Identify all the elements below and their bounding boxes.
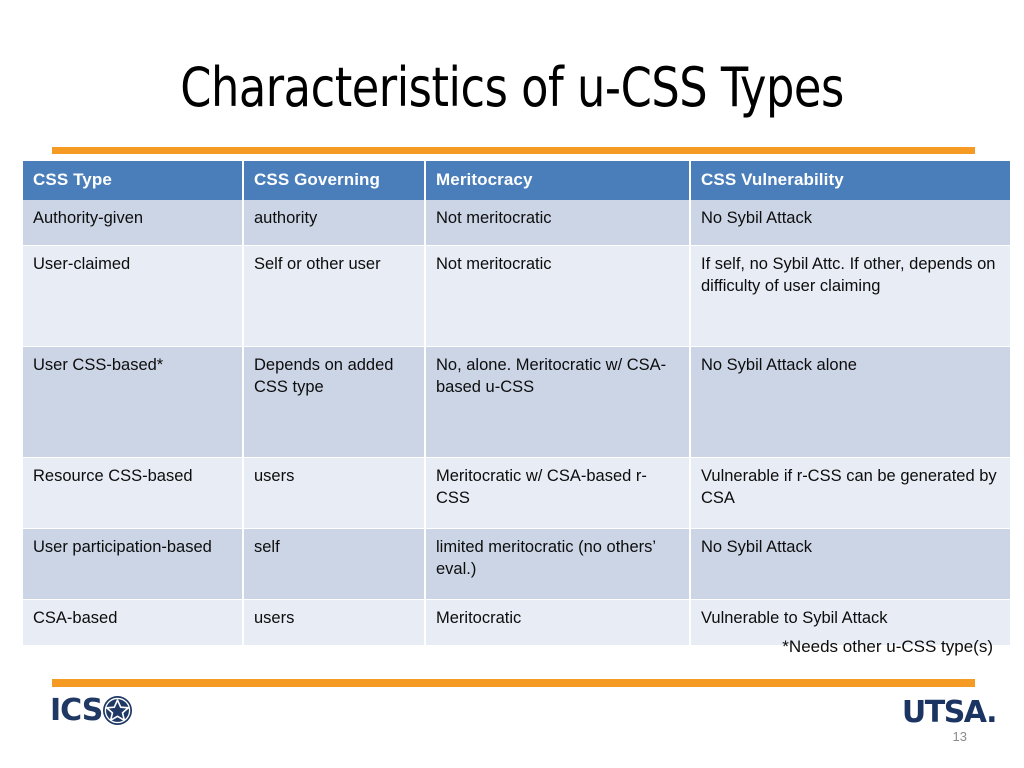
table-row: Authority-given authority Not meritocrat…: [23, 200, 1010, 246]
table-footnote: *Needs other u-CSS type(s): [782, 637, 993, 656]
table-row: User-claimed Self or other user Not meri…: [23, 245, 1010, 347]
ics-logo: ICS: [50, 695, 133, 726]
cell-css-type: Resource CSS-based: [23, 457, 244, 529]
cell-css-type: CSA-based: [23, 599, 244, 646]
top-accent-rule: [52, 147, 975, 154]
table-row: Resource CSS-based users Meritocratic w/…: [23, 457, 1010, 529]
cell-css-vulnerability: No Sybil Attack: [690, 528, 1010, 600]
cell-css-vulnerability: Vulnerable to Sybil Attack: [690, 599, 1010, 646]
star-badge-icon: [102, 695, 133, 726]
cell-meritocracy: Not meritocratic: [425, 200, 691, 246]
column-header-css-type: CSS Type: [23, 161, 244, 200]
page-number: 13: [952, 729, 967, 744]
cell-css-type: Authority-given: [23, 200, 244, 246]
cell-meritocracy: Meritocratic w/ CSA-based r-CSS: [425, 457, 691, 529]
cell-css-vulnerability: No Sybil Attack: [690, 200, 1010, 246]
table-header-row: CSS Type CSS Governing Meritocracy CSS V…: [23, 161, 1010, 200]
cell-css-governing: users: [243, 457, 426, 529]
cell-css-governing: Depends on added CSS type: [243, 346, 426, 458]
cell-css-type: User participation-based: [23, 528, 244, 600]
cell-css-vulnerability: No Sybil Attack alone: [690, 346, 1010, 458]
cell-css-governing: Self or other user: [243, 245, 426, 347]
utsa-logo-period: .: [986, 695, 997, 730]
bottom-accent-rule: [52, 679, 975, 687]
cell-meritocracy: Meritocratic: [425, 599, 691, 646]
table-row: User participation-based self limited me…: [23, 528, 1010, 600]
cell-meritocracy: No, alone. Meritocratic w/ CSA-based u-C…: [425, 346, 691, 458]
ics-logo-text: ICS: [50, 692, 103, 728]
utsa-logo: UTSA.: [901, 695, 998, 730]
column-header-meritocracy: Meritocracy: [425, 161, 691, 200]
characteristics-table: CSS Type CSS Governing Meritocracy CSS V…: [23, 161, 1010, 646]
table-row: User CSS-based* Depends on added CSS typ…: [23, 346, 1010, 458]
column-header-css-vulnerability: CSS Vulnerability: [690, 161, 1010, 200]
cell-meritocracy: Not meritocratic: [425, 245, 691, 347]
utsa-logo-text: UTSA: [901, 695, 988, 730]
cell-css-vulnerability: If self, no Sybil Attc. If other, depend…: [690, 245, 1010, 347]
cell-css-type: User-claimed: [23, 245, 244, 347]
page-title: Characteristics of u-CSS Types: [180, 56, 844, 119]
cell-css-type: User CSS-based*: [23, 346, 244, 458]
cell-meritocracy: limited meritocratic (no others’ eval.): [425, 528, 691, 600]
cell-css-governing: authority: [243, 200, 426, 246]
table-row: CSA-based users Meritocratic Vulnerable …: [23, 599, 1010, 646]
cell-css-vulnerability: Vulnerable if r-CSS can be generated by …: [690, 457, 1010, 529]
column-header-css-governing: CSS Governing: [243, 161, 426, 200]
cell-css-governing: self: [243, 528, 426, 600]
cell-css-governing: users: [243, 599, 426, 646]
